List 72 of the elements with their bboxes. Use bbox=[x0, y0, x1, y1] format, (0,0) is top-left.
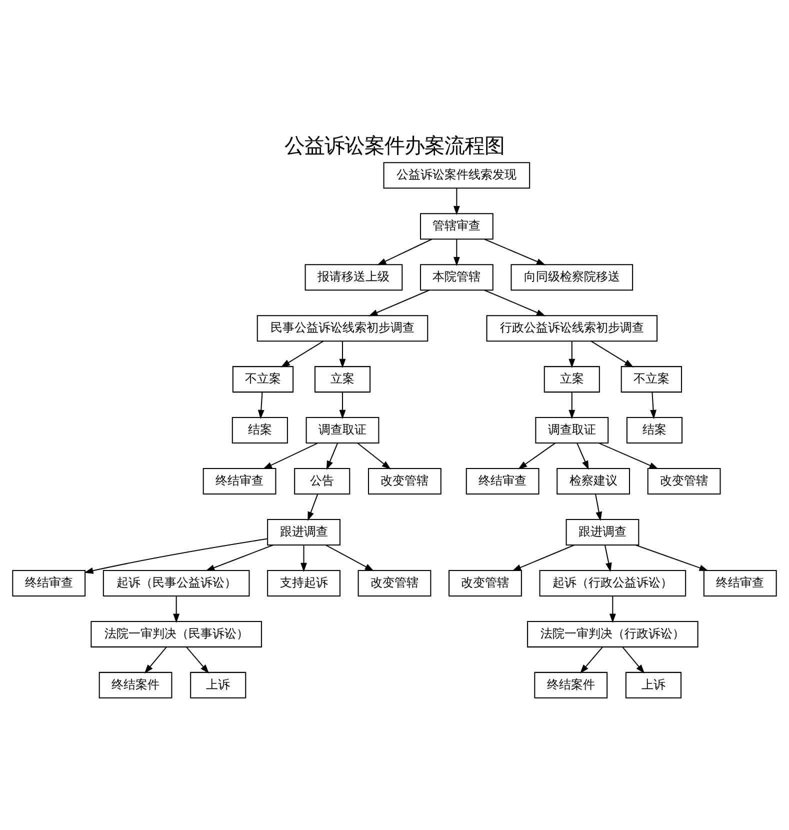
arrow bbox=[258, 392, 264, 420]
arrow bbox=[568, 392, 576, 420]
node-box: 终结审查 bbox=[466, 468, 540, 495]
node-box: 法院一审判决（民事诉讼） bbox=[90, 620, 262, 648]
node-box: 不立案 bbox=[620, 366, 682, 393]
arrow bbox=[339, 392, 346, 420]
node-box: 报请移送上级 bbox=[304, 264, 403, 291]
node-box: 起诉（行政公益诉讼） bbox=[539, 570, 686, 596]
arrow bbox=[568, 341, 576, 368]
arrow bbox=[339, 341, 346, 368]
arrow bbox=[590, 340, 634, 368]
node-box: 改变管辖 bbox=[368, 468, 442, 495]
node-box: 公告 bbox=[294, 468, 350, 495]
diagram-title: 公益诉讼案件办案流程图 bbox=[284, 133, 504, 158]
arrow bbox=[262, 442, 318, 470]
arrow bbox=[484, 290, 546, 316]
arrow bbox=[144, 646, 167, 674]
node-box: 不立案 bbox=[232, 366, 294, 393]
node-box: 法院一审判决（行政诉讼） bbox=[527, 620, 698, 648]
arrow bbox=[453, 188, 460, 216]
arrow bbox=[326, 442, 338, 470]
node-box: 上诉 bbox=[625, 672, 682, 698]
arrow bbox=[484, 238, 546, 266]
node-box: 本院管辖 bbox=[420, 264, 494, 291]
arrow bbox=[650, 392, 656, 420]
node-box: 结案 bbox=[232, 417, 288, 444]
arrow bbox=[580, 646, 603, 674]
node-box: 跟进调查 bbox=[566, 519, 640, 546]
node-box: 终结案件 bbox=[98, 672, 172, 698]
arrow bbox=[300, 545, 307, 572]
node-box: 结案 bbox=[626, 417, 683, 444]
arrow bbox=[205, 544, 274, 572]
arrow bbox=[368, 290, 430, 316]
node-box: 行政公益诉讼线索初步调查 bbox=[486, 315, 658, 342]
arrow bbox=[325, 544, 374, 572]
arrow bbox=[636, 544, 709, 571]
arrow bbox=[186, 646, 210, 674]
node-box: 终结审查 bbox=[703, 570, 777, 596]
node-box: 改变管辖 bbox=[647, 468, 721, 495]
arrow bbox=[512, 544, 574, 572]
arrow bbox=[453, 239, 460, 266]
node-box: 改变管辖 bbox=[358, 570, 432, 596]
node-box: 终结案件 bbox=[534, 672, 608, 698]
arrow bbox=[173, 596, 180, 623]
node-box: 上诉 bbox=[190, 672, 246, 698]
node-box: 向同级检察院移送 bbox=[510, 264, 634, 291]
node-box: 管辖审查 bbox=[420, 213, 494, 240]
node-box: 检察建议 bbox=[556, 468, 630, 495]
node-box: 调查取证 bbox=[535, 417, 609, 444]
arrow bbox=[598, 442, 659, 470]
node-box: 民事公益诉讼线索初步调查 bbox=[256, 315, 428, 342]
arrow bbox=[609, 596, 616, 623]
node-box: 支持起诉 bbox=[267, 570, 340, 596]
node-box: 立案 bbox=[544, 366, 600, 393]
arrow bbox=[518, 442, 556, 470]
arrow bbox=[377, 238, 432, 266]
node-box: 终结审查 bbox=[202, 468, 276, 495]
arrow bbox=[308, 494, 318, 521]
node-box: 跟进调查 bbox=[267, 519, 340, 546]
arrow bbox=[595, 494, 602, 521]
node-box: 改变管辖 bbox=[448, 570, 522, 596]
node-box: 公益诉讼案件线索发现 bbox=[383, 162, 530, 189]
arrow bbox=[280, 340, 324, 368]
node-box: 立案 bbox=[314, 366, 371, 393]
arrow bbox=[357, 442, 391, 470]
arrow bbox=[604, 545, 612, 572]
arrow bbox=[84, 538, 268, 574]
arrow bbox=[576, 442, 589, 470]
node-box: 起诉（民事公益诉讼） bbox=[102, 570, 250, 596]
arrow bbox=[622, 646, 645, 674]
node-box: 调查取证 bbox=[306, 417, 380, 444]
node-box: 终结审查 bbox=[12, 570, 86, 596]
